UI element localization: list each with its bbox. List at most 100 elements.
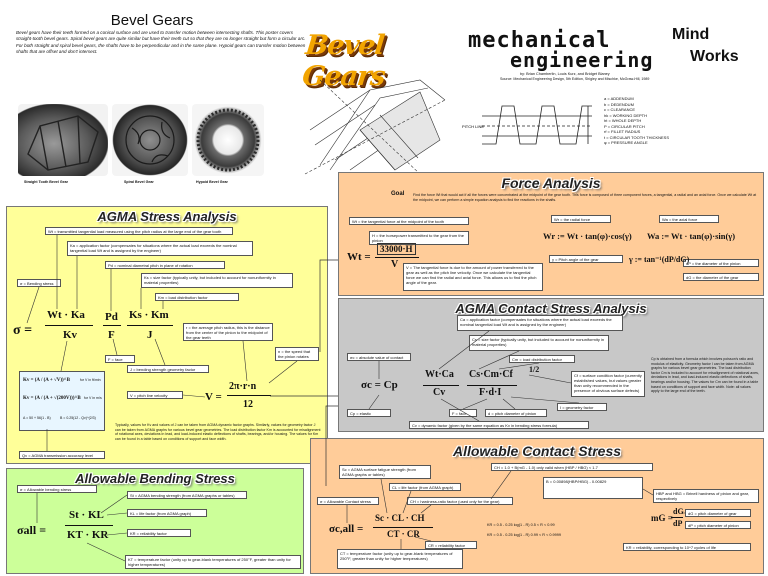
- v-eq-num: 2π·r·n: [229, 381, 257, 392]
- bending-eq-left: σall =: [17, 523, 47, 537]
- legend-item: ht = WHOLE DEPTH: [604, 118, 642, 123]
- bevel-gears-heading: Bevel Gears: [110, 12, 194, 29]
- authors-line: by: Brian Chamberlin, Louis Kurz, and Br…: [520, 72, 610, 76]
- photo-label-spiral: Spiral Bevel Gear: [124, 180, 154, 184]
- wa-eq: Wa := Wt · tan(φ)·sin(γ): [647, 231, 736, 241]
- wr-eq: Wr := Wt · tan(φ)·cos(γ): [543, 231, 632, 241]
- contact-eq-exp: 1/2: [529, 365, 540, 374]
- bending-connectors: [36, 493, 128, 562]
- qv-box: Qv = AGMA transmission accuracy level nu…: [19, 451, 105, 459]
- bending-f: F: [108, 329, 115, 341]
- kv-ftmin-note: for V in ft/min: [80, 378, 101, 382]
- bending-title: Allowable Bending Stress: [75, 471, 235, 486]
- i-box: I = geometry factor: [557, 403, 607, 411]
- legend-item: rf = FILLET RADIUS: [604, 129, 641, 134]
- kv-block: Kv = (A / (A + √V))^B for V in ft/min Kv…: [19, 371, 105, 431]
- bevel-gear-section-diagram: [304, 79, 446, 175]
- fraction-bar: [467, 385, 517, 386]
- dp-allow-box: dP = pitch diameter of pinion: [685, 521, 751, 529]
- spiral-bevel-gear-photo: [112, 104, 188, 176]
- allow-connectors: [346, 470, 685, 549]
- v-force-box: V = The tangential force is due to the a…: [403, 263, 543, 291]
- bending-eq-den: KT · KR: [67, 529, 109, 541]
- mechanical-logo-line1: mechanical: [468, 28, 611, 53]
- kt-box: KT = temperature factor (unity up to gea…: [125, 555, 301, 569]
- mg-eq-den: dP: [673, 519, 683, 528]
- connector-lines: [26, 235, 298, 451]
- wr-box: Wr = the radial force: [551, 215, 611, 223]
- allow-eq-den: CT · CR: [387, 529, 420, 539]
- n-box: n = the speed that the pinion rotates: [275, 347, 319, 361]
- ka-box: Ka = application factor (compensates for…: [67, 241, 253, 256]
- engineering-logo-line2: engineering: [510, 48, 654, 72]
- ct-box: CT = temperature factor (unity up to gea…: [337, 549, 463, 569]
- photo-label-straight: Straight Tooth Bevel Gear: [24, 180, 69, 184]
- contact-note: Cp is obtained from a formula which invo…: [651, 357, 759, 394]
- wt-eq-left: Wt =: [347, 251, 371, 263]
- mind-text: Mind: [672, 26, 710, 43]
- pd-box: Pd = nominal diametral pitch in plane of…: [105, 261, 225, 269]
- kv-ftmin-eq: Kv = (A / (A + √V))^B: [23, 378, 70, 383]
- bending-eq-num: St · KL: [69, 509, 104, 521]
- cm-box: Cm = load distribution factor: [509, 355, 575, 363]
- wt-eq-num: 33000·H: [377, 243, 416, 255]
- dg-allow-box: dG = pitch diameter of gear: [685, 509, 751, 517]
- straight-bevel-gear-photo: [18, 104, 108, 176]
- fraction-bar: [373, 527, 433, 528]
- fraction-bar: [227, 395, 271, 396]
- spiral-gear-icon: [125, 115, 175, 165]
- agma-stress-title: AGMA Stress Analysis: [97, 209, 237, 224]
- kr-note-box: KR = reliability, corresponding to 10^7 …: [623, 543, 751, 551]
- allow-contact-title: Allowable Contact Stress: [452, 443, 622, 459]
- fraction-bar: [45, 325, 93, 326]
- bending-sigma: σ =: [13, 323, 33, 338]
- fraction-bar: [671, 517, 683, 518]
- b-formula-box: B = 0.00898(HBP/HBG) - 0.00829: [543, 477, 643, 499]
- cp-box: Cp = elastic coefficient: [347, 409, 391, 417]
- pitch-line-label: PITCH LINE: [462, 124, 484, 129]
- kv-ms-note: for V in m/s: [84, 396, 102, 400]
- wt-box: Wt = transmitted tangential load measure…: [45, 227, 233, 235]
- v-box: V = pitch line velocity: [127, 391, 183, 399]
- allow-eq-num: Sc · CL · CH: [375, 513, 425, 523]
- allow-contact-panel: Allowable Contact Stress Sc = AGMA surfa…: [310, 438, 764, 574]
- legend-item: c = CLEARANCE: [604, 107, 636, 112]
- legend-item: b = DEDENDUM: [604, 101, 634, 107]
- goal-label: Goal: [391, 191, 405, 197]
- sigma-box: σ = Bending stress: [17, 279, 61, 287]
- bending-pd: Pd: [105, 311, 118, 323]
- r-box: r = the average pitch radius, this is th…: [183, 323, 273, 341]
- source-line: Source: Mechanical Engineering Design, 5…: [500, 77, 650, 81]
- contact-eq-left: σc = Cp: [361, 379, 398, 391]
- dg-box: dG = the diameter of the gear: [683, 273, 759, 281]
- fraction-bar: [375, 257, 419, 258]
- f-box: F = face width: [105, 355, 135, 363]
- contact-stress-panel: AGMA Contact Stress Analysis Ca = applic…: [338, 298, 764, 432]
- ch-formula-box: CH = 1.0 + B(mG - 1.0) only valid when (…: [491, 463, 653, 471]
- contact-eq-mid: Cs·Cm·Cf: [469, 369, 513, 380]
- bending-num1: Wt · Ka: [47, 309, 85, 321]
- cr-box: CR = reliability factor: [425, 541, 477, 549]
- gamma-eq: γ := tan⁻¹(dP/dG): [629, 255, 690, 264]
- v-eq-den: 12: [243, 399, 253, 410]
- ks-box: Ks = size factor (typically unity, but i…: [141, 273, 293, 288]
- legend-item: hk = WORKING DEPTH: [604, 112, 648, 118]
- gamma-box: γ = Pitch angle of the gear: [549, 255, 623, 263]
- contact-title: AGMA Contact Stress Analysis: [455, 301, 647, 316]
- sigma-c-box: σc = absolute value of contact stress: [347, 353, 411, 361]
- force-title: Force Analysis: [501, 175, 601, 191]
- force-intro: Find the force Wt that would act if all …: [413, 193, 757, 202]
- h-box: H = the horsepower transmitted to the ge…: [369, 231, 469, 245]
- contact-eq-right: F·d·I: [479, 387, 502, 398]
- ring-gear-icon: [196, 108, 260, 172]
- allow-eq-left: σc,all =: [329, 523, 364, 535]
- force-panel: Force Analysis Goal Find the force Wt th…: [338, 172, 764, 296]
- legend-item: a = ADDENDUM: [604, 96, 634, 101]
- gear-teeth-icon: [27, 115, 99, 171]
- agma-stress-panel: AGMA Stress Analysis Wt = transmitted ta…: [6, 206, 328, 464]
- kv-ms-eq: Kv = (A / (A + √(200V)))^B: [23, 396, 81, 401]
- legend-item: P = CIRCULAR PITCH: [604, 123, 645, 129]
- contact-eq-num: Wt·Ca: [425, 369, 454, 380]
- hb-box: HBP and HBG = Brinell hardness of pinion…: [653, 489, 759, 503]
